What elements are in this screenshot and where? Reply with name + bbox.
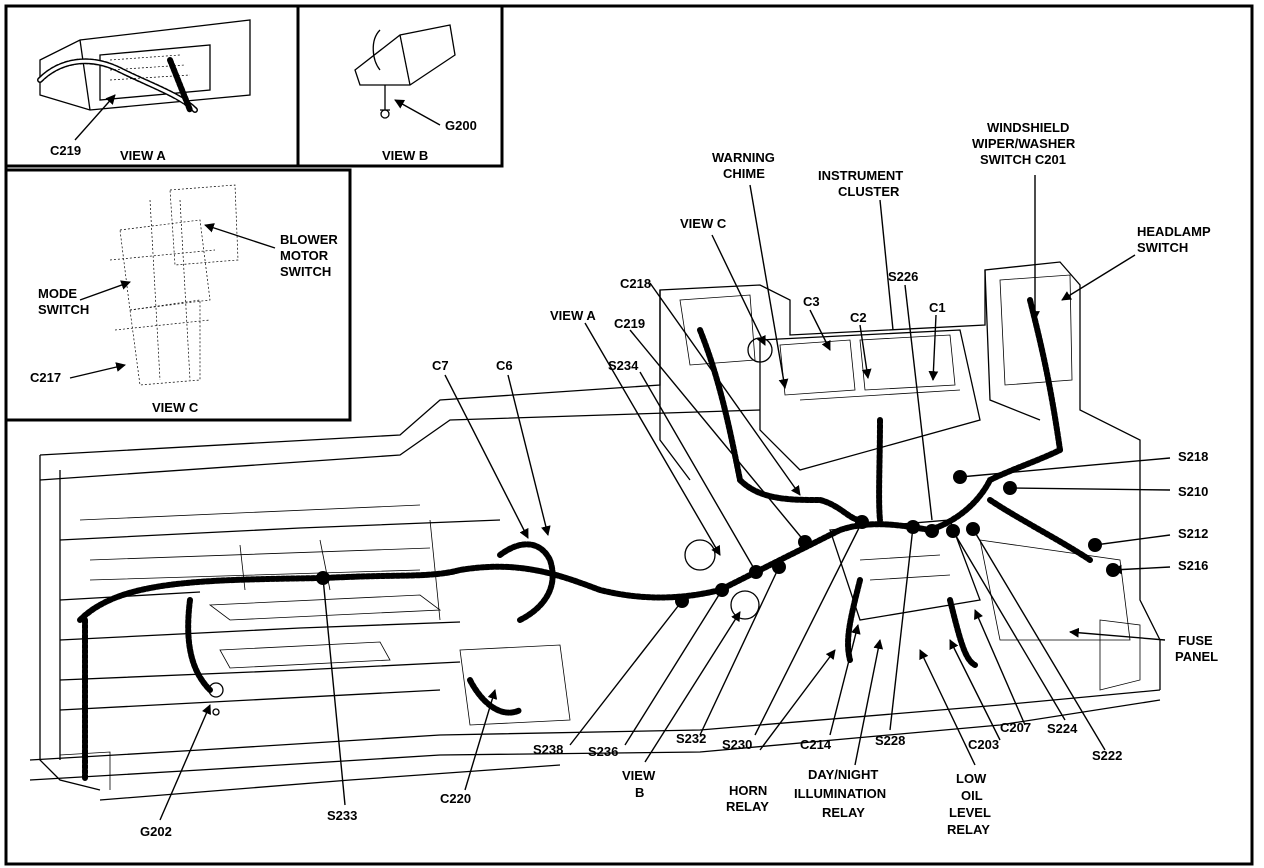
windshield-switch-label: WINDSHIELD WIPER/WASHER SWITCH C201 — [972, 120, 1076, 167]
svg-text:SWITCH: SWITCH — [38, 302, 89, 317]
g200-label: G200 — [445, 118, 477, 133]
s236-label: S236 — [588, 744, 618, 759]
c218-label: C218 — [620, 276, 651, 291]
svg-text:RELAY: RELAY — [822, 805, 865, 820]
mode-switch-label: MODE SWITCH — [38, 286, 89, 317]
c217-leader — [69, 362, 126, 379]
svg-text:BLOWER: BLOWER — [280, 232, 338, 247]
s233-label: S233 — [327, 808, 357, 823]
svg-text:SWITCH: SWITCH — [1137, 240, 1188, 255]
svg-text:B: B — [635, 785, 644, 800]
view-a-callout: VIEW A — [550, 308, 596, 323]
svg-text:RELAY: RELAY — [947, 822, 990, 837]
c219-view-a-leader — [74, 94, 116, 141]
c219-label: C219 — [614, 316, 645, 331]
s226-label: S226 — [888, 269, 918, 284]
view-a-illustration — [37, 19, 251, 113]
c207-label: C207 — [1000, 720, 1031, 735]
s210-label: S210 — [1178, 484, 1208, 499]
c220-label: C220 — [440, 791, 471, 806]
s216-label: S216 — [1178, 558, 1208, 573]
g200-leader — [394, 99, 441, 126]
view-b-title: VIEW B — [382, 148, 428, 163]
svg-text:CLUSTER: CLUSTER — [838, 184, 900, 199]
c7-label: C7 — [432, 358, 449, 373]
headlamp-switch-label: HEADLAMP SWITCH — [1137, 224, 1211, 255]
horn-relay-label: HORN RELAY — [726, 783, 769, 814]
wiring-harness — [77, 297, 1093, 783]
callout-leaders — [159, 175, 1171, 821]
s232-label: S232 — [676, 731, 706, 746]
svg-text:FUSE: FUSE — [1178, 633, 1213, 648]
warning-chime-label: WARNING CHIME — [712, 150, 775, 181]
c2-label: C2 — [850, 310, 867, 325]
mode-switch-leader — [79, 280, 131, 301]
g202-label: G202 — [140, 824, 172, 839]
view-a-title: VIEW A — [120, 148, 166, 163]
view-c-illustration — [109, 184, 239, 386]
svg-text:SWITCH C201: SWITCH C201 — [980, 152, 1066, 167]
view-b-frame — [296, 4, 504, 168]
svg-text:LOW: LOW — [956, 771, 987, 786]
view-b-callout: VIEW B — [622, 768, 656, 800]
svg-text:VIEW: VIEW — [622, 768, 656, 783]
svg-text:PANEL: PANEL — [1175, 649, 1218, 664]
c217-label: C217 — [30, 370, 61, 385]
c1-label: C1 — [929, 300, 946, 315]
day-night-relay-label: DAY/NIGHT ILLUMINATION RELAY — [794, 767, 886, 820]
fuse-panel-label: FUSE PANEL — [1175, 633, 1218, 664]
s212-label: S212 — [1178, 526, 1208, 541]
outer-frame — [4, 4, 1254, 866]
s218-label: S218 — [1178, 449, 1208, 464]
instrument-panel-illustration — [29, 261, 1161, 801]
svg-text:ILLUMINATION: ILLUMINATION — [794, 786, 886, 801]
low-oil-relay-label: LOW OIL LEVEL RELAY — [947, 771, 991, 837]
view-c-callout: VIEW C — [680, 216, 727, 231]
svg-text:SWITCH: SWITCH — [280, 264, 331, 279]
c6-label: C6 — [496, 358, 513, 373]
s224-label: S224 — [1047, 721, 1078, 736]
svg-text:MODE: MODE — [38, 286, 77, 301]
svg-text:CHIME: CHIME — [723, 166, 765, 181]
view-b-illustration — [354, 24, 456, 119]
view-c-title: VIEW C — [152, 400, 199, 415]
instrument-cluster-label: INSTRUMENT CLUSTER — [818, 168, 903, 199]
blower-motor-switch-label: BLOWER MOTOR SWITCH — [280, 232, 338, 279]
svg-text:WARNING: WARNING — [712, 150, 775, 165]
svg-text:WINDSHIELD: WINDSHIELD — [987, 120, 1069, 135]
svg-text:HEADLAMP: HEADLAMP — [1137, 224, 1211, 239]
c3-label: C3 — [803, 294, 820, 309]
svg-text:HORN: HORN — [729, 783, 767, 798]
svg-text:RELAY: RELAY — [726, 799, 769, 814]
blower-motor-switch-leader — [204, 223, 276, 249]
splice-s226 — [925, 524, 939, 538]
s222-label: S222 — [1092, 748, 1122, 763]
svg-text:LEVEL: LEVEL — [949, 805, 991, 820]
svg-text:DAY/NIGHT: DAY/NIGHT — [808, 767, 878, 782]
svg-text:OIL: OIL — [961, 788, 983, 803]
s228-label: S228 — [875, 733, 905, 748]
s238-label: S238 — [533, 742, 563, 757]
s234-label: S234 — [608, 358, 639, 373]
s230-label: S230 — [722, 737, 752, 752]
svg-text:MOTOR: MOTOR — [280, 248, 329, 263]
svg-text:WIPER/WASHER: WIPER/WASHER — [972, 136, 1076, 151]
c214-label: C214 — [800, 737, 832, 752]
c203-label: C203 — [968, 737, 999, 752]
c219-view-a-label: C219 — [50, 143, 81, 158]
view-c-frame — [4, 168, 352, 422]
svg-text:INSTRUMENT: INSTRUMENT — [818, 168, 903, 183]
